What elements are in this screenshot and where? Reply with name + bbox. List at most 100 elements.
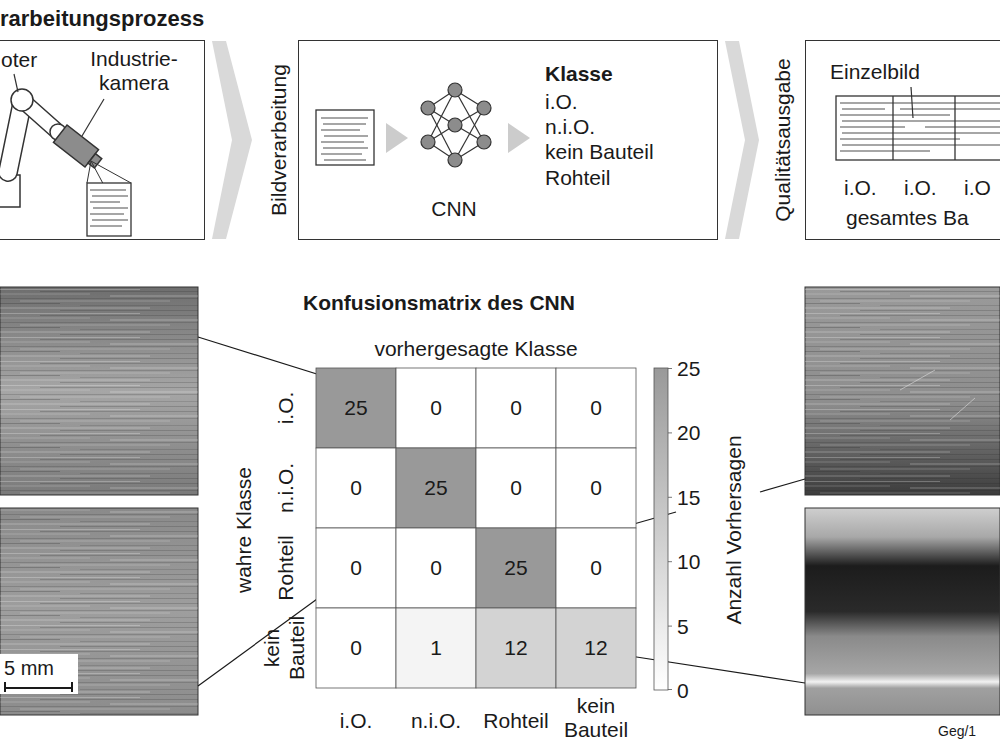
camera-beam — [91, 161, 131, 236]
leader-line — [14, 74, 18, 92]
network-link — [428, 90, 455, 108]
workpiece-line — [93, 207, 128, 209]
matrix-value: 12 — [556, 608, 636, 688]
image-icon-line — [321, 129, 360, 131]
image-icon-line — [324, 135, 368, 137]
chart-title: Konfusionsmatrix des CNN — [303, 290, 575, 315]
process-box: oterIndustrie- kamera — [0, 40, 205, 240]
network-link — [428, 108, 455, 125]
node-text: gesamtes Ba — [846, 205, 969, 230]
process-box: QualitätsausgabeEinzelbildi.O.i.O.i.Oges… — [805, 40, 1000, 240]
colorbar-tick-label: 5 — [677, 614, 689, 639]
workpiece — [87, 183, 131, 236]
robot-base — [0, 175, 20, 207]
axis-title: vorhergesagte Klasse — [316, 336, 636, 361]
colorbar-tick — [668, 497, 672, 498]
matrix-cell — [476, 368, 556, 448]
colorbar-tick — [668, 626, 672, 627]
robot-joint — [11, 89, 33, 111]
strip-line — [900, 108, 1000, 110]
network-link — [428, 125, 455, 142]
strip-line — [840, 150, 930, 152]
strip-divider — [892, 96, 893, 160]
axis-title: wahre Klasse — [231, 467, 256, 593]
strip-divider — [954, 96, 955, 160]
figure-code: Geg/1 — [938, 722, 976, 740]
strip-line — [840, 138, 960, 140]
node-text: i.O. — [844, 175, 877, 200]
scale-bar-tick — [71, 682, 73, 692]
colorbar-tick-label: 10 — [677, 549, 700, 574]
colorbar-tick — [668, 432, 672, 433]
robot-arm — [22, 100, 58, 132]
node-text: i.O — [964, 175, 991, 200]
process-arrow — [212, 41, 252, 239]
column-label: Rohteil — [476, 708, 556, 733]
colorbar-tick-label: 25 — [677, 356, 700, 381]
matrix-value: 0 — [316, 528, 396, 608]
matrix-value: 0 — [396, 528, 476, 608]
matrix-cell — [396, 368, 476, 448]
matrix-value: 1 — [396, 608, 476, 688]
leader-line — [553, 512, 676, 547]
row-label: Rohteil — [273, 535, 298, 600]
scale-bar-tick — [4, 682, 6, 692]
robot-illustration — [0, 74, 131, 236]
scratch — [900, 370, 935, 390]
scale-bar — [5, 687, 72, 689]
network-link — [455, 90, 484, 142]
empty-fixture-photo — [805, 508, 1000, 715]
network-links — [428, 90, 484, 160]
matrix-cell — [556, 528, 636, 608]
neuron — [448, 153, 462, 167]
neuron — [421, 135, 435, 149]
image-icon-line — [321, 117, 368, 119]
network-link — [428, 142, 455, 160]
neuron — [448, 83, 462, 97]
surface-texture — [0, 508, 198, 715]
node-text: Bildverarbeitung — [266, 64, 291, 216]
scale-bar-background — [0, 654, 78, 694]
strip-line — [842, 120, 1000, 122]
node-text: i.O. — [904, 175, 937, 200]
camera-body — [53, 125, 98, 167]
column-label: i.O. — [316, 708, 396, 733]
matrix-value: 0 — [476, 448, 556, 528]
network-link — [455, 108, 484, 125]
strip-frame — [836, 96, 1000, 160]
matrix-cell — [316, 528, 396, 608]
colorbar — [654, 368, 668, 690]
strip-line — [840, 114, 950, 116]
matrix-cell — [476, 448, 556, 528]
strip-line — [840, 126, 905, 128]
matrix-value: 25 — [316, 368, 396, 448]
node-text: oter — [1, 47, 37, 72]
industrial-camera — [53, 125, 104, 172]
strip-line — [842, 108, 885, 110]
image-strip — [836, 87, 1000, 160]
leader-line — [82, 99, 104, 136]
robot-arm — [8, 104, 22, 172]
workpiece-line — [90, 189, 126, 191]
cnn-icons — [316, 83, 530, 167]
matrix-cell — [476, 608, 556, 688]
leader-line — [630, 656, 805, 683]
matrix-value: 0 — [556, 368, 636, 448]
camera-lens — [88, 154, 102, 168]
scratch — [950, 398, 975, 420]
matrix-cell — [316, 368, 396, 448]
axis-title: Anzahl Vorhersagen — [721, 435, 746, 624]
node-text: n.i.O. — [545, 114, 595, 139]
image-icon-line — [321, 153, 362, 155]
column-label: n.i.O. — [396, 708, 476, 733]
node-text: Einzelbild — [830, 59, 920, 84]
matrix-cell — [316, 608, 396, 688]
strip-line — [842, 132, 1000, 134]
robot-arm — [22, 100, 58, 132]
scale-label: 5 mm — [4, 656, 54, 681]
surface-photo — [0, 287, 198, 495]
node-text: Klasse — [545, 61, 613, 86]
flow-arrow — [508, 123, 530, 153]
